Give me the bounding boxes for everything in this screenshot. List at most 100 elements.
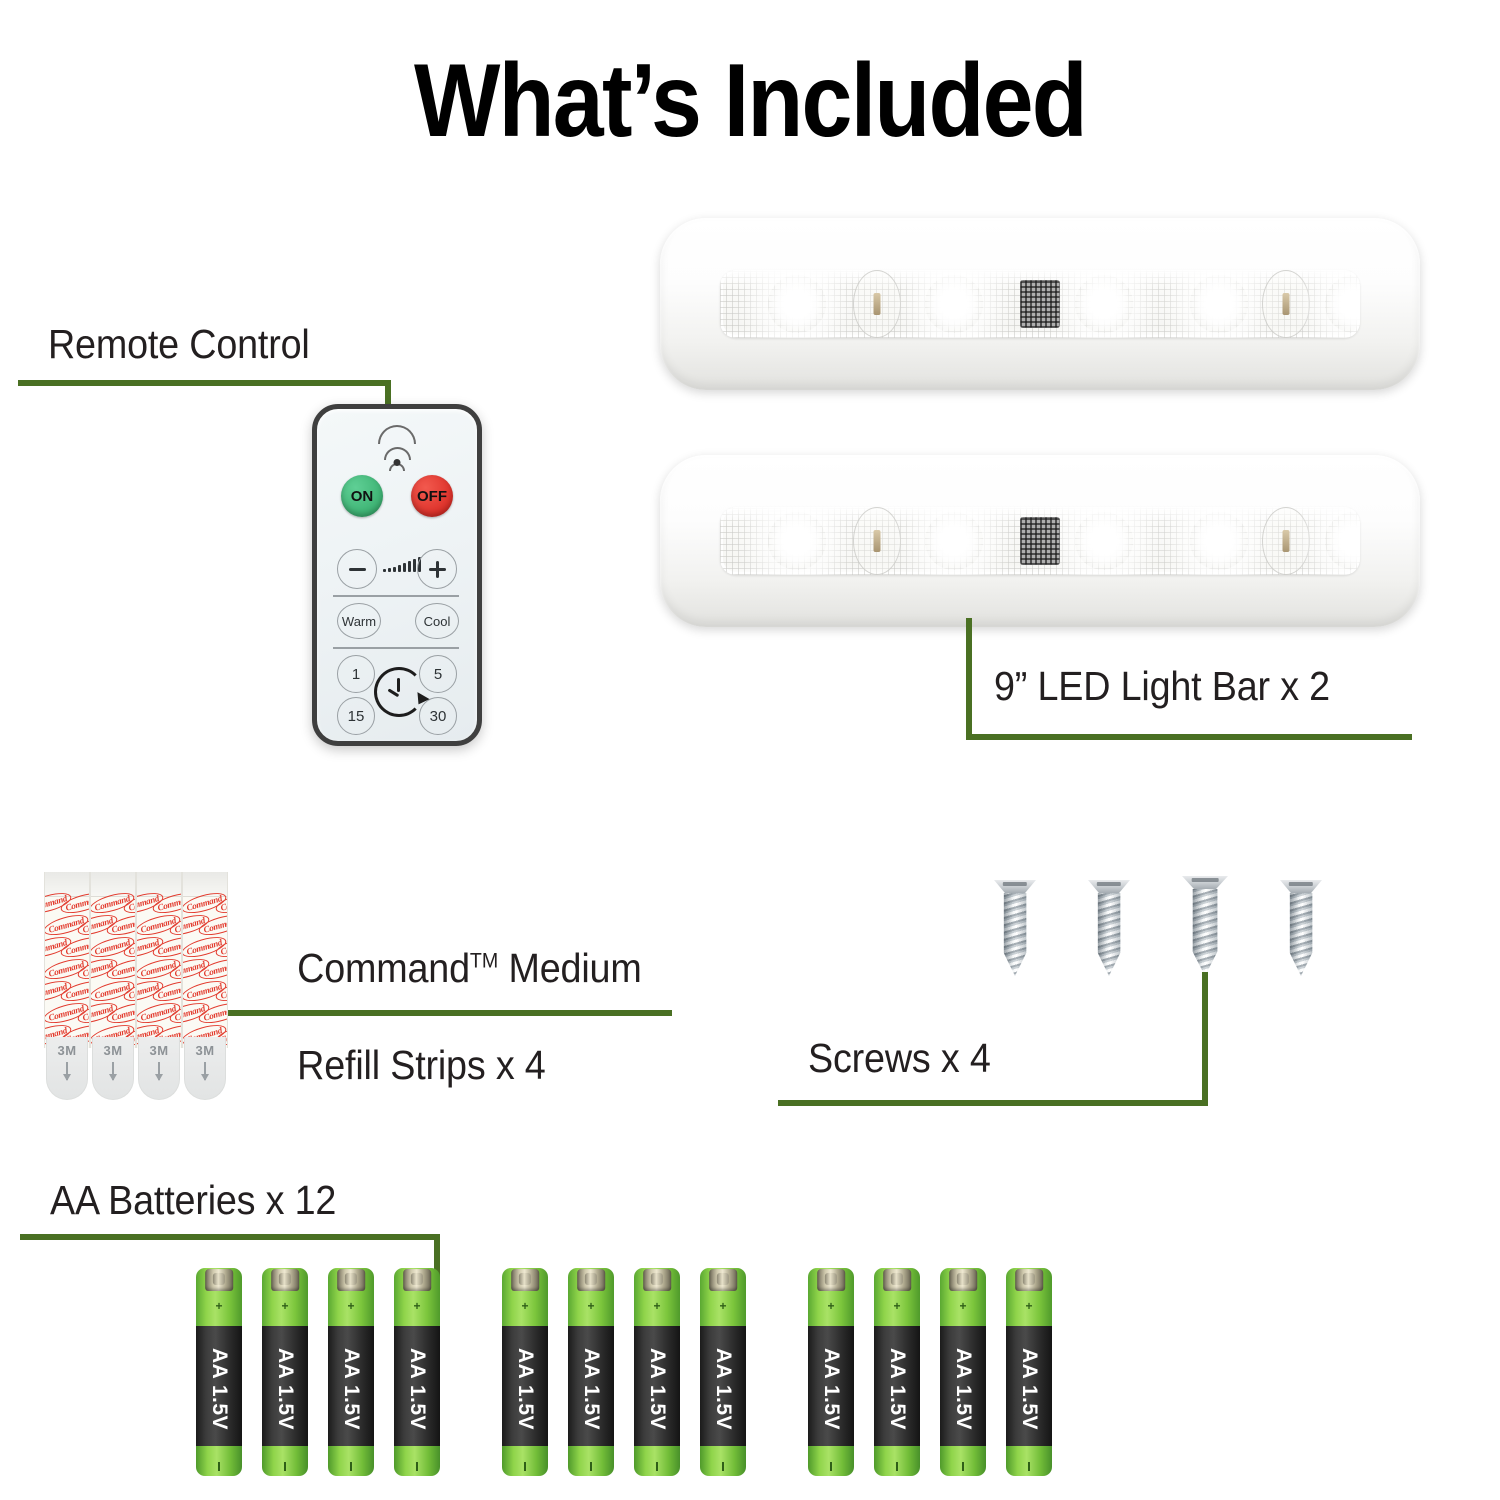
battery-label: AA 1.5V [406,1347,429,1431]
battery-negative-cap [502,1446,548,1476]
battery-negative-cap [1006,1446,1052,1476]
screw-shaft [1003,893,1027,976]
remote-brightness-down-button[interactable] [337,549,377,589]
battery-label: AA 1.5V [340,1347,363,1431]
screw-shaft [1192,889,1218,976]
battery-label: AA 1.5V [820,1347,843,1431]
battery-group-2: + AA 1.5V + AA 1.5V [502,1268,746,1476]
on-button-label: ON [350,487,374,505]
battery-positive-cap: + [874,1268,920,1330]
battery: + AA 1.5V [634,1268,680,1476]
strip-pull-tab[interactable]: 3M [138,1037,180,1100]
screw-hole-2 [1262,507,1311,575]
battery-plus-mark: + [1025,1299,1033,1313]
battery-label: AA 1.5V [514,1347,537,1431]
remote-off-button[interactable]: OFF [411,475,453,517]
battery: + AA 1.5V [502,1268,548,1476]
callout-label-screws: Screws x 4 [808,1035,991,1081]
remote-on-button[interactable]: ON [341,475,383,517]
battery-positive-cap: + [568,1268,614,1330]
remote-warm-button[interactable]: Warm [337,603,381,639]
strip-pull-tab[interactable]: 3M [46,1037,88,1100]
battery-minus-mark [284,1462,286,1471]
battery-label: AA 1.5V [580,1347,603,1431]
battery: + AA 1.5V [874,1268,920,1476]
battery-body: AA 1.5V [1006,1326,1052,1452]
ir-emitter-dot-icon [393,459,401,466]
led-1 [767,512,826,570]
battery-minus-mark [416,1462,418,1471]
screw-slot [1191,878,1219,882]
led-4 [1190,275,1249,333]
light-bar-lens [720,507,1360,575]
strip-pull-tab[interactable]: 3M [184,1037,226,1100]
battery-terminal [577,1269,605,1291]
leader-line-remote-horizontal [18,380,391,386]
battery-minus-mark [524,1462,526,1471]
battery: + AA 1.5V [262,1268,308,1476]
clock-timer-icon [374,667,424,717]
battery-terminal [205,1269,233,1291]
screw-4 [1280,880,1322,976]
divider-2 [333,647,459,649]
leader-line-screws-horizontal [778,1100,1208,1106]
screw-hole-2 [1262,270,1311,338]
battery: + AA 1.5V [568,1268,614,1476]
leader-line-light-bar-vertical [966,618,972,740]
battery-negative-cap [634,1446,680,1476]
tab-brand-label: 3M [57,1043,77,1058]
battery-terminal [337,1269,365,1291]
remote-brightness-up-button[interactable] [417,549,457,589]
battery: + AA 1.5V [328,1268,374,1476]
battery-plus-mark: + [959,1299,967,1313]
down-arrow-icon [204,1062,206,1080]
battery-label: AA 1.5V [208,1347,231,1431]
leader-line-screws-vertical [1202,972,1208,1106]
tab-brand-label: 3M [149,1043,169,1058]
battery-negative-cap [700,1446,746,1476]
leader-line-remote-vertical [385,380,391,414]
battery-group-3: + AA 1.5V + AA 1.5V [808,1268,1052,1476]
remote-timer-1-button[interactable]: 1 [337,655,375,693]
strip-pull-tab[interactable]: 3M [92,1037,134,1100]
remote-cool-button[interactable]: Cool [415,603,459,639]
page-title: What’s Included [414,43,1088,159]
led-3 [1075,275,1133,333]
remote-control[interactable]: ON OFF Warm Cool [312,404,482,746]
battery-terminal [709,1269,737,1291]
remote-timer-15-button[interactable]: 15 [337,697,375,735]
battery-body: AA 1.5V [808,1326,854,1452]
ir-sensor-grid-icon [1020,517,1060,565]
minus-icon [348,567,366,571]
battery: + AA 1.5V [1006,1268,1052,1476]
battery-body: AA 1.5V [262,1326,308,1452]
down-arrow-icon [158,1062,160,1080]
battery-body: AA 1.5V [394,1326,440,1452]
plus-icon [428,560,446,578]
battery-negative-cap [394,1446,440,1476]
off-button-label: OFF [417,487,447,505]
battery-label: AA 1.5V [712,1347,735,1431]
battery-positive-cap: + [328,1268,374,1330]
battery-group-1: + AA 1.5V + AA 1.5V [196,1268,440,1476]
timer-5-label: 5 [433,665,443,683]
remote-timer-30-button[interactable]: 30 [419,697,457,735]
leader-line-light-bar-horizontal [966,734,1412,740]
battery-body: AA 1.5V [196,1326,242,1452]
warm-button-label: Warm [341,613,377,629]
battery-negative-cap [262,1446,308,1476]
battery: + AA 1.5V [196,1268,242,1476]
battery-negative-cap [940,1446,986,1476]
ir-sensor-grid-icon [1020,280,1060,328]
screw-slot [1288,882,1314,886]
battery-positive-cap: + [940,1268,986,1330]
remote-timer-5-button[interactable]: 5 [419,655,457,693]
battery-minus-mark [1028,1462,1030,1471]
led-4 [1190,512,1249,570]
cool-button-label: Cool [423,613,451,629]
battery-label: AA 1.5V [646,1347,669,1431]
command-label-line1b: Medium [498,945,642,992]
screw-3 [1182,876,1228,976]
